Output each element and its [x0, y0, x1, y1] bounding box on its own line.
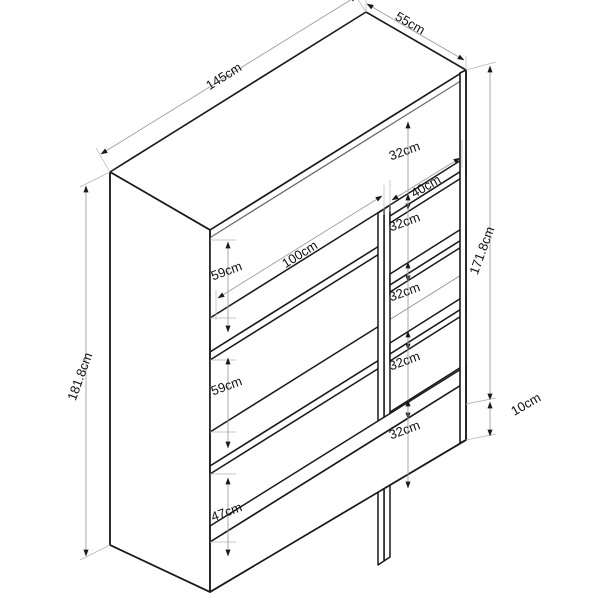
- vertical-divider-face: [383, 204, 391, 562]
- ext-1718-top: [465, 61, 497, 71]
- ext-10-top: [465, 397, 497, 405]
- cabinet-body: [109, 11, 467, 593]
- label-width-145: 145cm: [203, 59, 244, 92]
- dim-145-line: [100, 0, 358, 155]
- dimension-height-181-8: 181.8cm: [64, 171, 111, 561]
- vertical-divider-front: [377, 208, 385, 566]
- dimension-height-171-8: 171.8cm: [465, 61, 497, 405]
- left-side-panel: [109, 171, 211, 593]
- ext-1818-top: [79, 171, 111, 188]
- dim-100-line: [217, 195, 383, 299]
- dim-40-line: [391, 157, 461, 201]
- dimension-plinth-10: 10cm: [465, 390, 543, 441]
- ext-10-bottom: [465, 433, 497, 441]
- ext-1818-bottom: [79, 544, 111, 561]
- label-height-181-8: 181.8cm: [64, 350, 95, 402]
- right-side-panel-edge: [459, 69, 467, 444]
- label-height-171-8: 171.8cm: [466, 224, 497, 276]
- ext-145-b: [357, 0, 367, 13]
- label-plinth-10: 10cm: [508, 390, 543, 419]
- base-bottom-front-edge: [209, 439, 467, 593]
- left-panel-bottom-edge: [109, 544, 211, 593]
- dim-55-line: [366, 3, 465, 61]
- ext-145-a: [95, 147, 111, 173]
